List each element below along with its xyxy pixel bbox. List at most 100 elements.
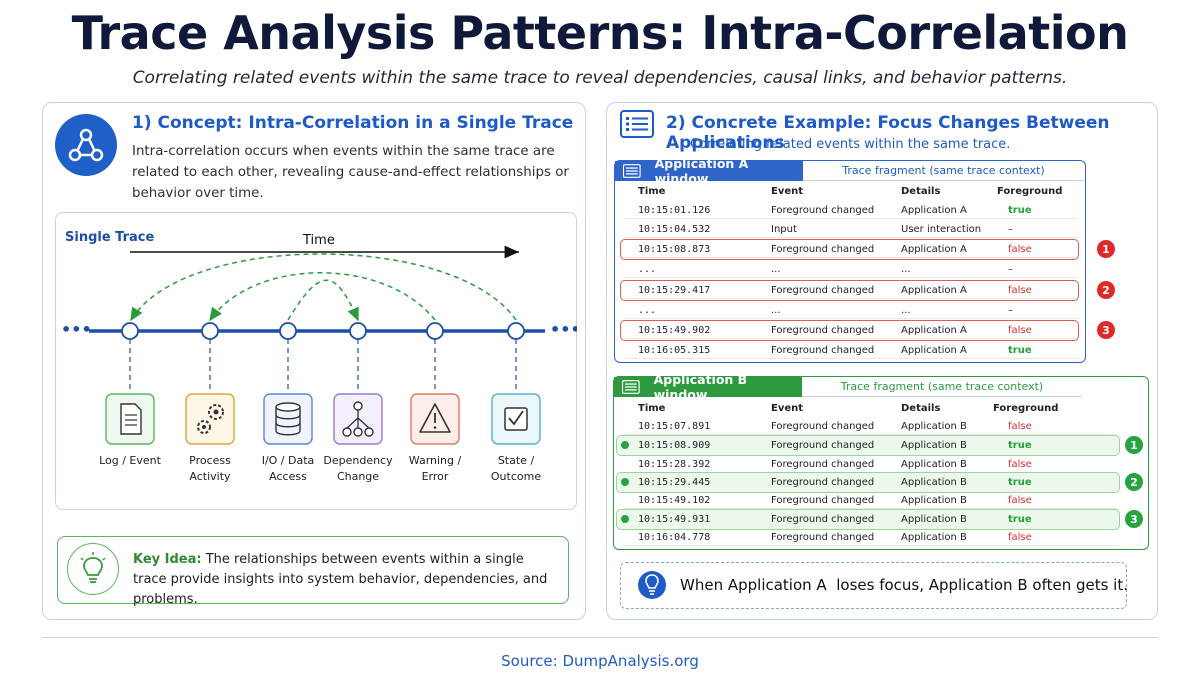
cell-event: Foreground changed bbox=[771, 205, 875, 216]
cell-event: Foreground changed bbox=[771, 440, 875, 451]
highlighted-row bbox=[620, 280, 1079, 301]
col-event-a: Event bbox=[771, 186, 804, 197]
page-title: Trace Analysis Patterns: Intra-Correlati… bbox=[71, 6, 1129, 60]
row-separator bbox=[624, 218, 1078, 219]
row-separator bbox=[624, 277, 1078, 278]
step-badge: 2 bbox=[1125, 473, 1143, 491]
row-separator bbox=[624, 358, 1078, 359]
database-icon bbox=[263, 393, 313, 445]
event-node-3 bbox=[279, 322, 297, 340]
conclusion-box bbox=[620, 562, 1127, 609]
cell-details: Application A bbox=[901, 244, 967, 255]
cell-details: Application A bbox=[901, 345, 967, 356]
window-b-list-icon bbox=[622, 380, 640, 394]
cell-details: User interaction bbox=[901, 224, 982, 235]
example-subheading: Correlating related events within the sa… bbox=[690, 137, 1011, 152]
cell-time: 10:15:01.126 bbox=[638, 205, 711, 216]
cell-foreground: false bbox=[1008, 325, 1032, 336]
col-event-b: Event bbox=[771, 403, 804, 414]
cell-details: Application A bbox=[901, 285, 967, 296]
highlighted-row bbox=[616, 435, 1120, 456]
cell-event: Foreground changed bbox=[771, 532, 875, 543]
cell-event: Foreground changed bbox=[771, 514, 875, 525]
concept-text: Intra-correlation occurs when events wit… bbox=[132, 144, 569, 201]
col-details-a: Details bbox=[901, 186, 941, 197]
checkbox-icon bbox=[491, 393, 541, 445]
list-icon bbox=[620, 110, 654, 138]
cell-foreground: true bbox=[1008, 477, 1032, 488]
cell-time: 10:15:29.417 bbox=[638, 285, 711, 296]
row-separator bbox=[624, 318, 1078, 319]
trace-diagram bbox=[55, 212, 577, 510]
cell-foreground: true bbox=[1008, 514, 1032, 525]
source-link[interactable]: Source: DumpAnalysis.org bbox=[501, 652, 699, 670]
highlighted-row bbox=[620, 239, 1079, 260]
col-details-b: Details bbox=[901, 403, 941, 414]
cell-foreground: true bbox=[1008, 440, 1032, 451]
event-node-6 bbox=[507, 322, 525, 340]
cell-time: 10:15:29.445 bbox=[638, 477, 711, 488]
cell-time: 10:15:49.902 bbox=[638, 325, 711, 336]
hierarchy-icon bbox=[333, 393, 383, 445]
cell-time: 10:16:05.315 bbox=[638, 345, 711, 356]
cell-event: Foreground changed bbox=[771, 244, 875, 255]
cell-event: Input bbox=[771, 224, 797, 235]
warning-icon bbox=[410, 393, 460, 445]
event-node-5 bbox=[426, 322, 444, 340]
highlighted-row bbox=[616, 509, 1120, 530]
time-label: Time bbox=[303, 233, 335, 248]
cell-event: Foreground changed bbox=[771, 459, 875, 470]
window-b-title: Application B window bbox=[614, 372, 802, 402]
cell-details: Application B bbox=[901, 459, 967, 470]
row-separator bbox=[624, 298, 1078, 299]
correlation-arc-3 bbox=[287, 279, 359, 322]
event-node-4 bbox=[349, 322, 367, 340]
cell-details: Application A bbox=[901, 205, 967, 216]
event-label-warning: Warning /Error bbox=[408, 454, 462, 483]
cell-foreground: false bbox=[1008, 495, 1032, 506]
event-node-1 bbox=[121, 322, 139, 340]
trace-label: Single Trace bbox=[65, 230, 155, 245]
concept-heading: 1) Concept: Intra-Correlation in a Singl… bbox=[132, 113, 574, 133]
trace-timeline: ••• ••• bbox=[61, 245, 577, 445]
cell-foreground: false bbox=[1008, 459, 1032, 470]
cell-time: ... bbox=[638, 264, 657, 275]
cell-details: Application A bbox=[901, 325, 967, 336]
cell-event: ... bbox=[771, 264, 781, 275]
cell-foreground: true bbox=[1008, 345, 1032, 356]
cell-foreground: false bbox=[1008, 285, 1032, 296]
row-separator bbox=[624, 545, 1118, 546]
step-badge: 1 bbox=[1097, 240, 1115, 258]
window-a-title: Application A window bbox=[615, 156, 803, 186]
lightbulb-icon bbox=[638, 571, 666, 599]
cell-details: Application B bbox=[901, 440, 967, 451]
network-icon bbox=[55, 114, 117, 176]
example-heading: 2) Concrete Example: Focus Changes Betwe… bbox=[666, 113, 1110, 153]
step-badge: 3 bbox=[1125, 510, 1143, 528]
window-b-header: Application B window Trace fragment (sam… bbox=[614, 372, 1082, 402]
col-time-b: Time bbox=[638, 403, 666, 414]
cell-time: 10:15:08.873 bbox=[638, 244, 711, 255]
cell-foreground: false bbox=[1008, 421, 1032, 432]
cell-event: Foreground changed bbox=[771, 345, 875, 356]
concept-panel bbox=[42, 102, 586, 620]
row-separator bbox=[624, 338, 1078, 339]
cell-event: Foreground changed bbox=[771, 477, 875, 488]
highlighted-row bbox=[620, 320, 1079, 341]
row-marker-dot bbox=[621, 515, 629, 523]
correlation-arc-2 bbox=[209, 272, 436, 322]
highlighted-row bbox=[616, 472, 1120, 493]
row-separator bbox=[624, 434, 1118, 435]
cell-time: 10:15:49.102 bbox=[638, 495, 711, 506]
correlation-arc-1 bbox=[130, 253, 517, 322]
col-foreground-b: Foreground bbox=[993, 403, 1059, 414]
row-separator bbox=[624, 257, 1078, 258]
event-label-log: Log / Event bbox=[99, 454, 161, 467]
cell-time: ... bbox=[638, 305, 657, 316]
key-idea-text: Key Idea: The relationships between even… bbox=[133, 552, 548, 607]
col-foreground-a: Foreground bbox=[997, 186, 1063, 197]
cell-event: Foreground changed bbox=[771, 421, 875, 432]
document-icon bbox=[105, 393, 155, 445]
